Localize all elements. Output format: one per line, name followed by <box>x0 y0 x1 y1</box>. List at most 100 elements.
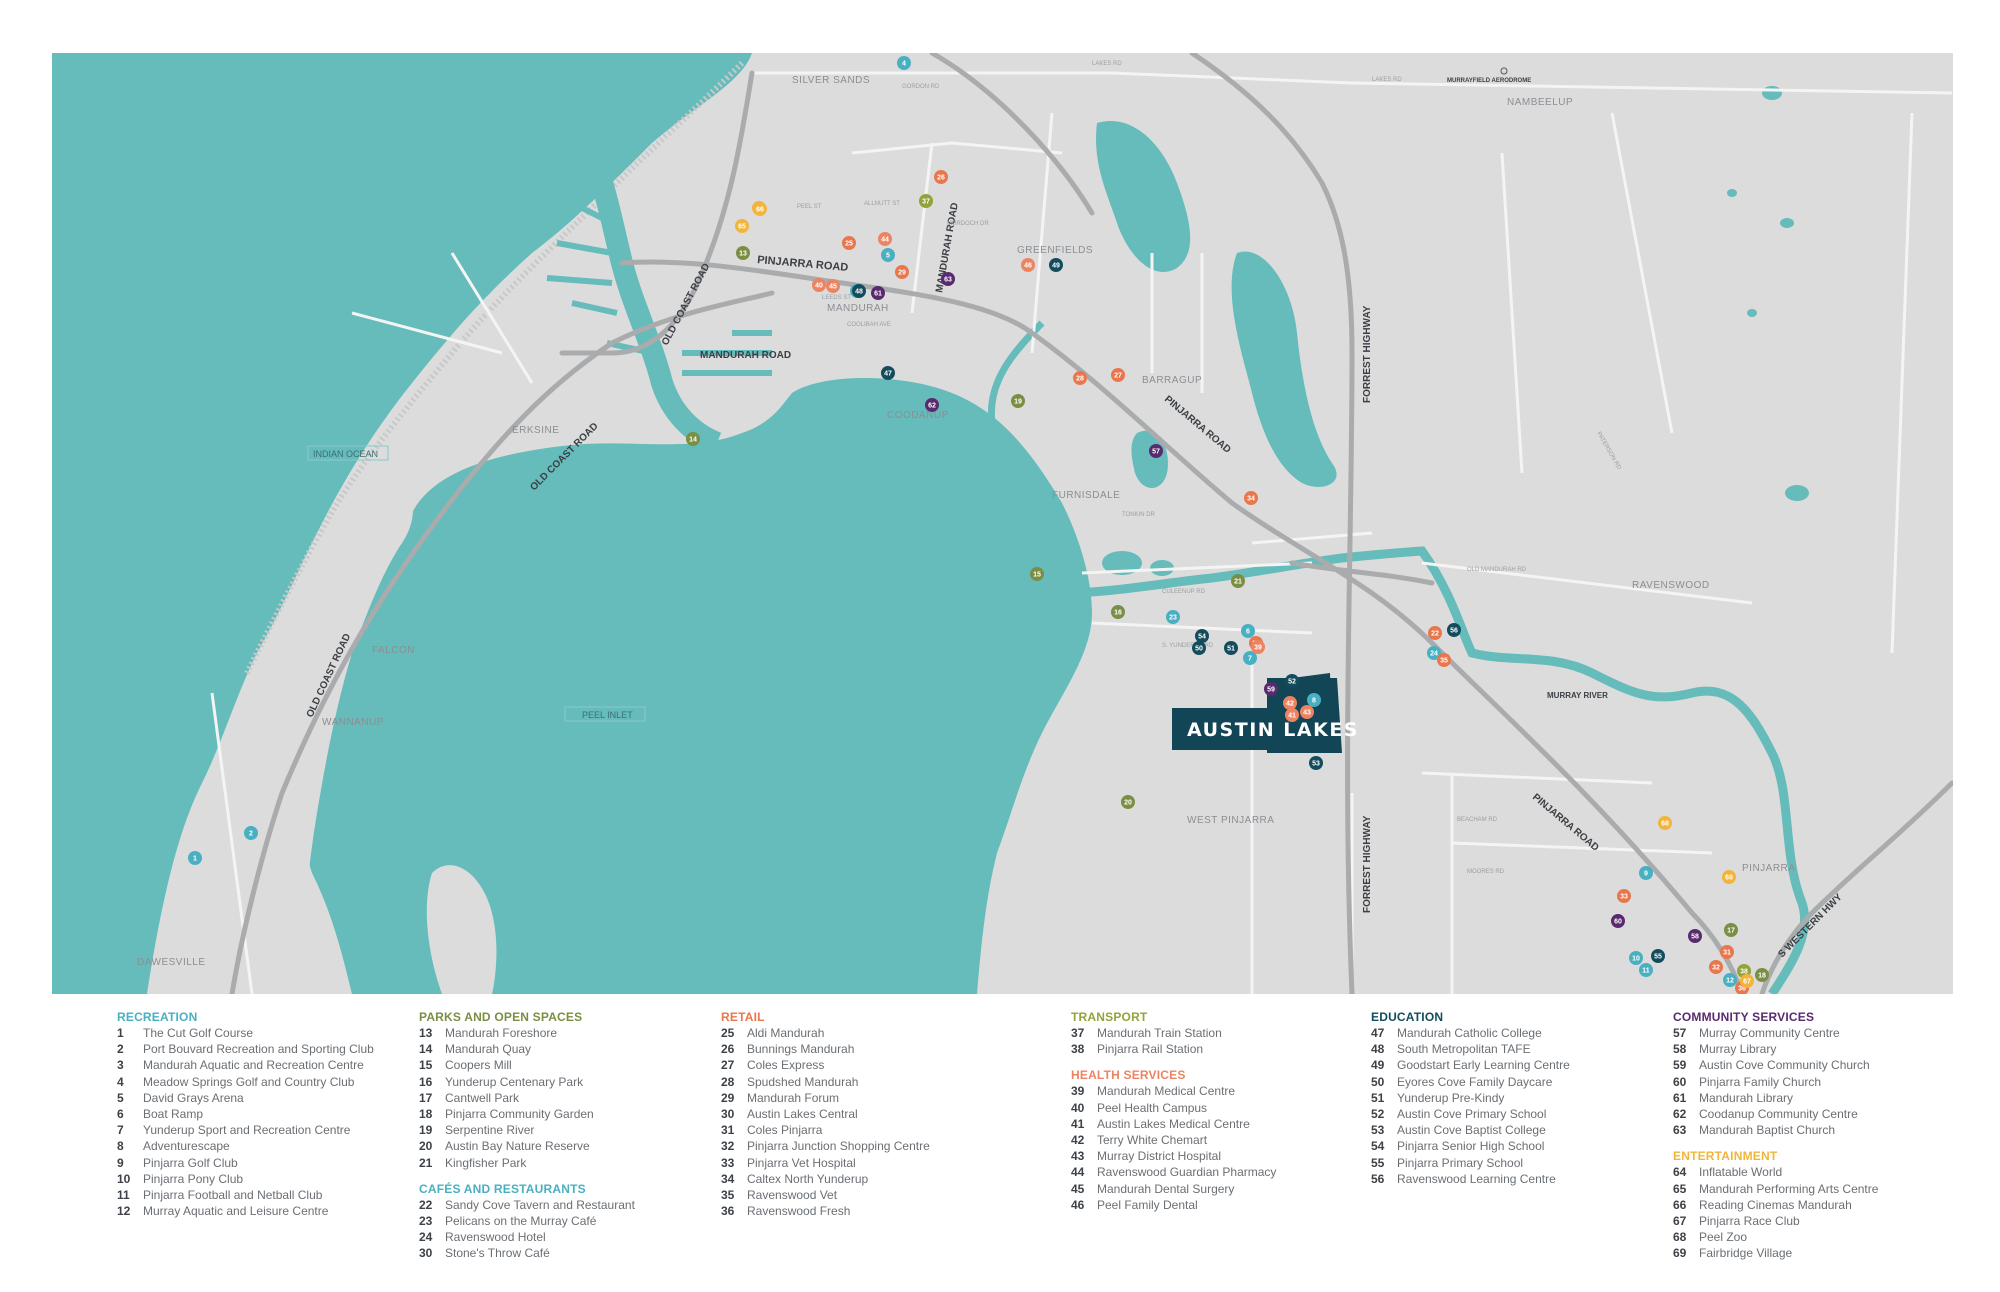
poi-marker-56[interactable]: 56 <box>1447 623 1461 637</box>
poi-marker-55[interactable]: 55 <box>1651 949 1665 963</box>
poi-marker-7[interactable]: 7 <box>1243 651 1257 665</box>
poi-marker-67[interactable]: 67 <box>1740 974 1754 988</box>
poi-marker-14[interactable]: 14 <box>686 432 700 446</box>
poi-marker-32[interactable]: 32 <box>1709 960 1723 974</box>
poi-marker-23[interactable]: 23 <box>1166 610 1180 624</box>
poi-marker-20[interactable]: 20 <box>1121 795 1135 809</box>
poi-marker-57[interactable]: 57 <box>1149 444 1163 458</box>
poi-marker-42[interactable]: 42 <box>1283 696 1297 710</box>
poi-marker-48[interactable]: 48 <box>852 284 866 298</box>
poi-marker-11[interactable]: 11 <box>1639 963 1653 977</box>
map-area[interactable]: AUSTIN LAKES INDIAN OCEAN PEEL INLET MUR… <box>52 53 1953 994</box>
poi-marker-69[interactable]: 69 <box>1722 870 1736 884</box>
poi-marker-12[interactable]: 12 <box>1723 973 1737 987</box>
poi-marker-54[interactable]: 54 <box>1195 629 1209 643</box>
poi-marker-17[interactable]: 17 <box>1724 923 1738 937</box>
poi-marker-21[interactable]: 21 <box>1231 574 1245 588</box>
poi-marker-35[interactable]: 35 <box>1437 653 1451 667</box>
poi-marker-53[interactable]: 53 <box>1309 756 1323 770</box>
poi-marker-4[interactable]: 4 <box>897 56 911 70</box>
poi-marker-28[interactable]: 28 <box>1073 371 1087 385</box>
poi-marker-10[interactable]: 10 <box>1629 951 1643 965</box>
poi-marker-24[interactable]: 24 <box>1427 646 1441 660</box>
poi-marker-43[interactable]: 43 <box>1300 705 1314 719</box>
poi-marker-47[interactable]: 47 <box>881 366 895 380</box>
poi-marker-49[interactable]: 49 <box>1049 258 1063 272</box>
poi-marker-29[interactable]: 29 <box>895 265 909 279</box>
poi-marker-16[interactable]: 16 <box>1111 605 1125 619</box>
poi-marker-1[interactable]: 1 <box>188 851 202 865</box>
poi-marker-22[interactable]: 22 <box>1428 626 1442 640</box>
poi-marker-34[interactable]: 34 <box>1244 491 1258 505</box>
poi-marker-9[interactable]: 9 <box>1639 866 1653 880</box>
poi-marker-5[interactable]: 5 <box>881 248 895 262</box>
poi-marker-44[interactable]: 44 <box>878 232 892 246</box>
poi-marker-63[interactable]: 63 <box>941 272 955 286</box>
poi-marker-60[interactable]: 60 <box>1611 914 1625 928</box>
poi-marker-65[interactable]: 65 <box>735 219 749 233</box>
poi-marker-39[interactable]: 39 <box>1251 640 1265 654</box>
poi-marker-8[interactable]: 8 <box>1307 693 1321 707</box>
poi-marker-66[interactable]: 66 <box>753 202 767 216</box>
poi-marker-41[interactable]: 41 <box>1285 708 1299 722</box>
poi-marker-2[interactable]: 2 <box>244 826 258 840</box>
poi-marker-25[interactable]: 25 <box>842 236 856 250</box>
poi-marker-15[interactable]: 15 <box>1030 567 1044 581</box>
poi-marker-19[interactable]: 19 <box>1011 394 1025 408</box>
poi-marker-52[interactable]: 52 <box>1285 674 1299 688</box>
poi-marker-18[interactable]: 18 <box>1755 968 1769 982</box>
poi-marker-27[interactable]: 27 <box>1111 368 1125 382</box>
poi-marker-31[interactable]: 31 <box>1720 945 1734 959</box>
